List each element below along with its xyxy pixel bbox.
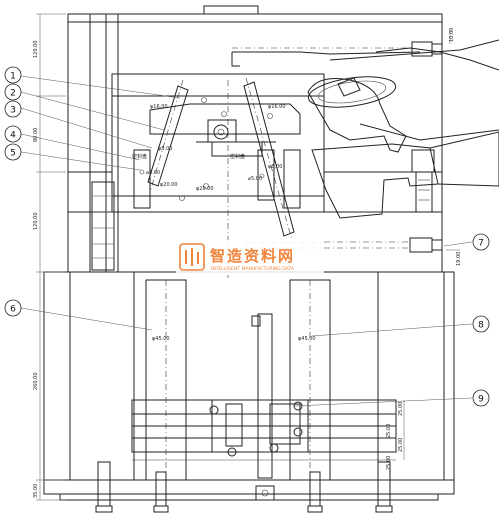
balloon-1: 1 — [4, 66, 22, 84]
injection-robot-unit — [231, 39, 499, 253]
dim-left-2: 80.00 — [33, 128, 39, 142]
balloon-1-label: 1 — [10, 72, 16, 82]
callout-phi45-a: φ45.00 — [152, 336, 170, 342]
lower-mold-frame — [43, 271, 455, 513]
callout-phi45-b: φ45.00 — [298, 336, 316, 342]
dim-left-1: 120.00 — [33, 41, 39, 59]
balloon-6-label: 6 — [10, 305, 16, 315]
callout-phi20: φ20.00 — [196, 186, 214, 192]
balloon-2-label: 2 — [10, 89, 16, 99]
callout-hole-a: ⌀5.00 — [146, 170, 160, 176]
balloon-3: 3 — [4, 100, 22, 118]
balloon-7-label: 7 — [478, 239, 484, 249]
dimension-texts-left: 120.00 80.00 120.00 260.00 35.00 — [33, 41, 39, 499]
callout-label-b: 密封盘 — [230, 153, 245, 160]
balloon-4-label: 4 — [10, 131, 16, 141]
callout-phi16-b: φ16.00 — [268, 104, 286, 110]
balloon-7: 7 — [472, 233, 490, 251]
dim-right-lower-3: 25.00 — [398, 438, 404, 452]
dimension-texts-right: 10.00 19.00 25.00 25.00 25.00 25.00 — [386, 28, 462, 470]
watermark-logo-icon — [179, 243, 205, 271]
upper-mold-frame — [67, 5, 443, 273]
balloon-6: 6 — [4, 299, 22, 317]
watermark: 智造资料网 INTELLIGENT MANUFACTURING DATA — [176, 240, 324, 274]
balloon-4: 4 — [4, 125, 22, 143]
leader-lines — [20, 75, 473, 407]
balloon-2: 2 — [4, 83, 22, 101]
dim-right-mid: 19.00 — [456, 252, 462, 266]
balloon-9: 9 — [472, 389, 490, 407]
angled-pin-left — [147, 79, 189, 193]
dimension-lines — [36, 13, 460, 501]
dim-right-lower-2: 25.00 — [386, 424, 392, 438]
dim-right-top: 10.00 — [449, 28, 455, 42]
callout-hole-b: ⌀5.00 — [248, 176, 262, 182]
callout-label-a: 密封盘 — [132, 153, 147, 160]
watermark-cn-text: 智造资料网 — [210, 247, 295, 265]
balloon-9-label: 9 — [478, 395, 484, 405]
dim-right-lower-4: 25.00 — [386, 456, 392, 470]
balloon-8: 8 — [472, 315, 490, 333]
callout-phi20-b: φ20.00 — [160, 182, 178, 188]
callout-phi8-b: φ8.00 — [268, 164, 282, 170]
dim-left-5: 35.00 — [33, 484, 39, 498]
balloon-3-label: 3 — [10, 106, 16, 116]
dim-left-4: 260.00 — [33, 373, 39, 391]
angled-pin-right — [243, 77, 295, 241]
callout-texts: φ16.00 φ16.00 φ8.00 φ8.00 φ20.00 φ20.00 … — [132, 104, 316, 342]
callout-phi16-a: φ16.00 — [150, 104, 168, 110]
dim-left-3: 120.00 — [33, 213, 39, 231]
balloon-8-label: 8 — [478, 321, 484, 331]
balloon-5-label: 5 — [10, 149, 16, 159]
callout-phi8-a: φ8.00 — [158, 146, 172, 152]
dim-right-lower-1: 25.00 — [398, 402, 404, 416]
balloon-5: 5 — [4, 143, 22, 161]
holes — [139, 97, 273, 201]
watermark-en-text: INTELLIGENT MANUFACTURING DATA — [211, 266, 295, 272]
